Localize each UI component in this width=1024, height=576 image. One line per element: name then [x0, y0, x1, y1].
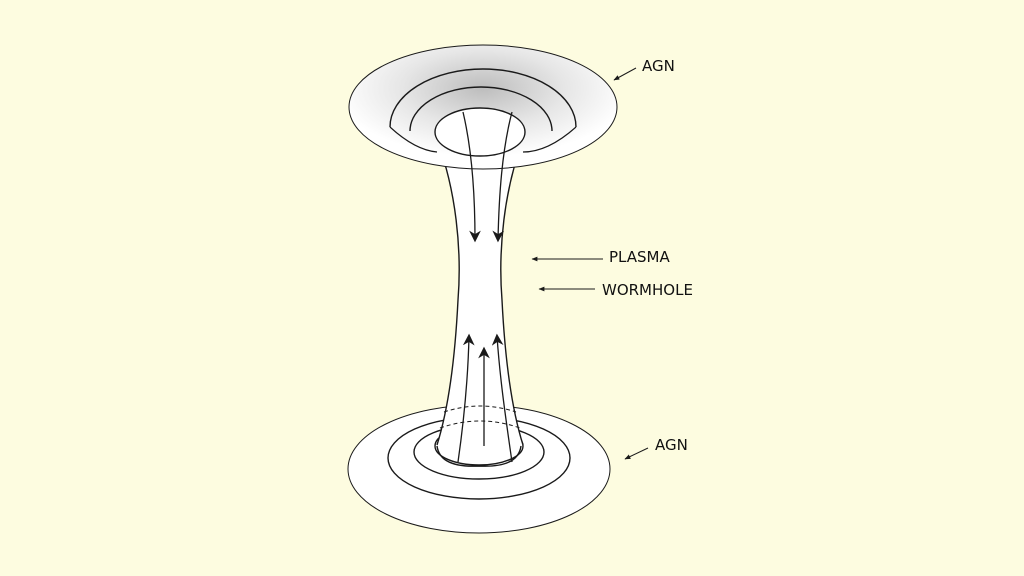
bottom-agn-pointer — [624, 447, 649, 460]
top-agn-disk — [348, 44, 618, 170]
bottom-agn-label: AGN — [655, 436, 688, 454]
wormhole-label: WORMHOLE — [602, 281, 693, 299]
plasma-label: PLASMA — [609, 248, 670, 266]
bottom-agn-throat-rim — [436, 445, 522, 467]
plasma-flow-arrow — [462, 111, 481, 243]
top-agn-pointer — [613, 67, 637, 81]
top-agn-label: AGN — [642, 57, 675, 75]
wormhole-throat — [436, 139, 524, 446]
label-pointers — [531, 67, 649, 460]
plasma-flow-arrow — [457, 333, 475, 463]
plasma-flow-lines — [457, 111, 513, 463]
plasma-flow-arrow — [491, 333, 513, 463]
plasma-flow-arrow — [492, 111, 513, 243]
